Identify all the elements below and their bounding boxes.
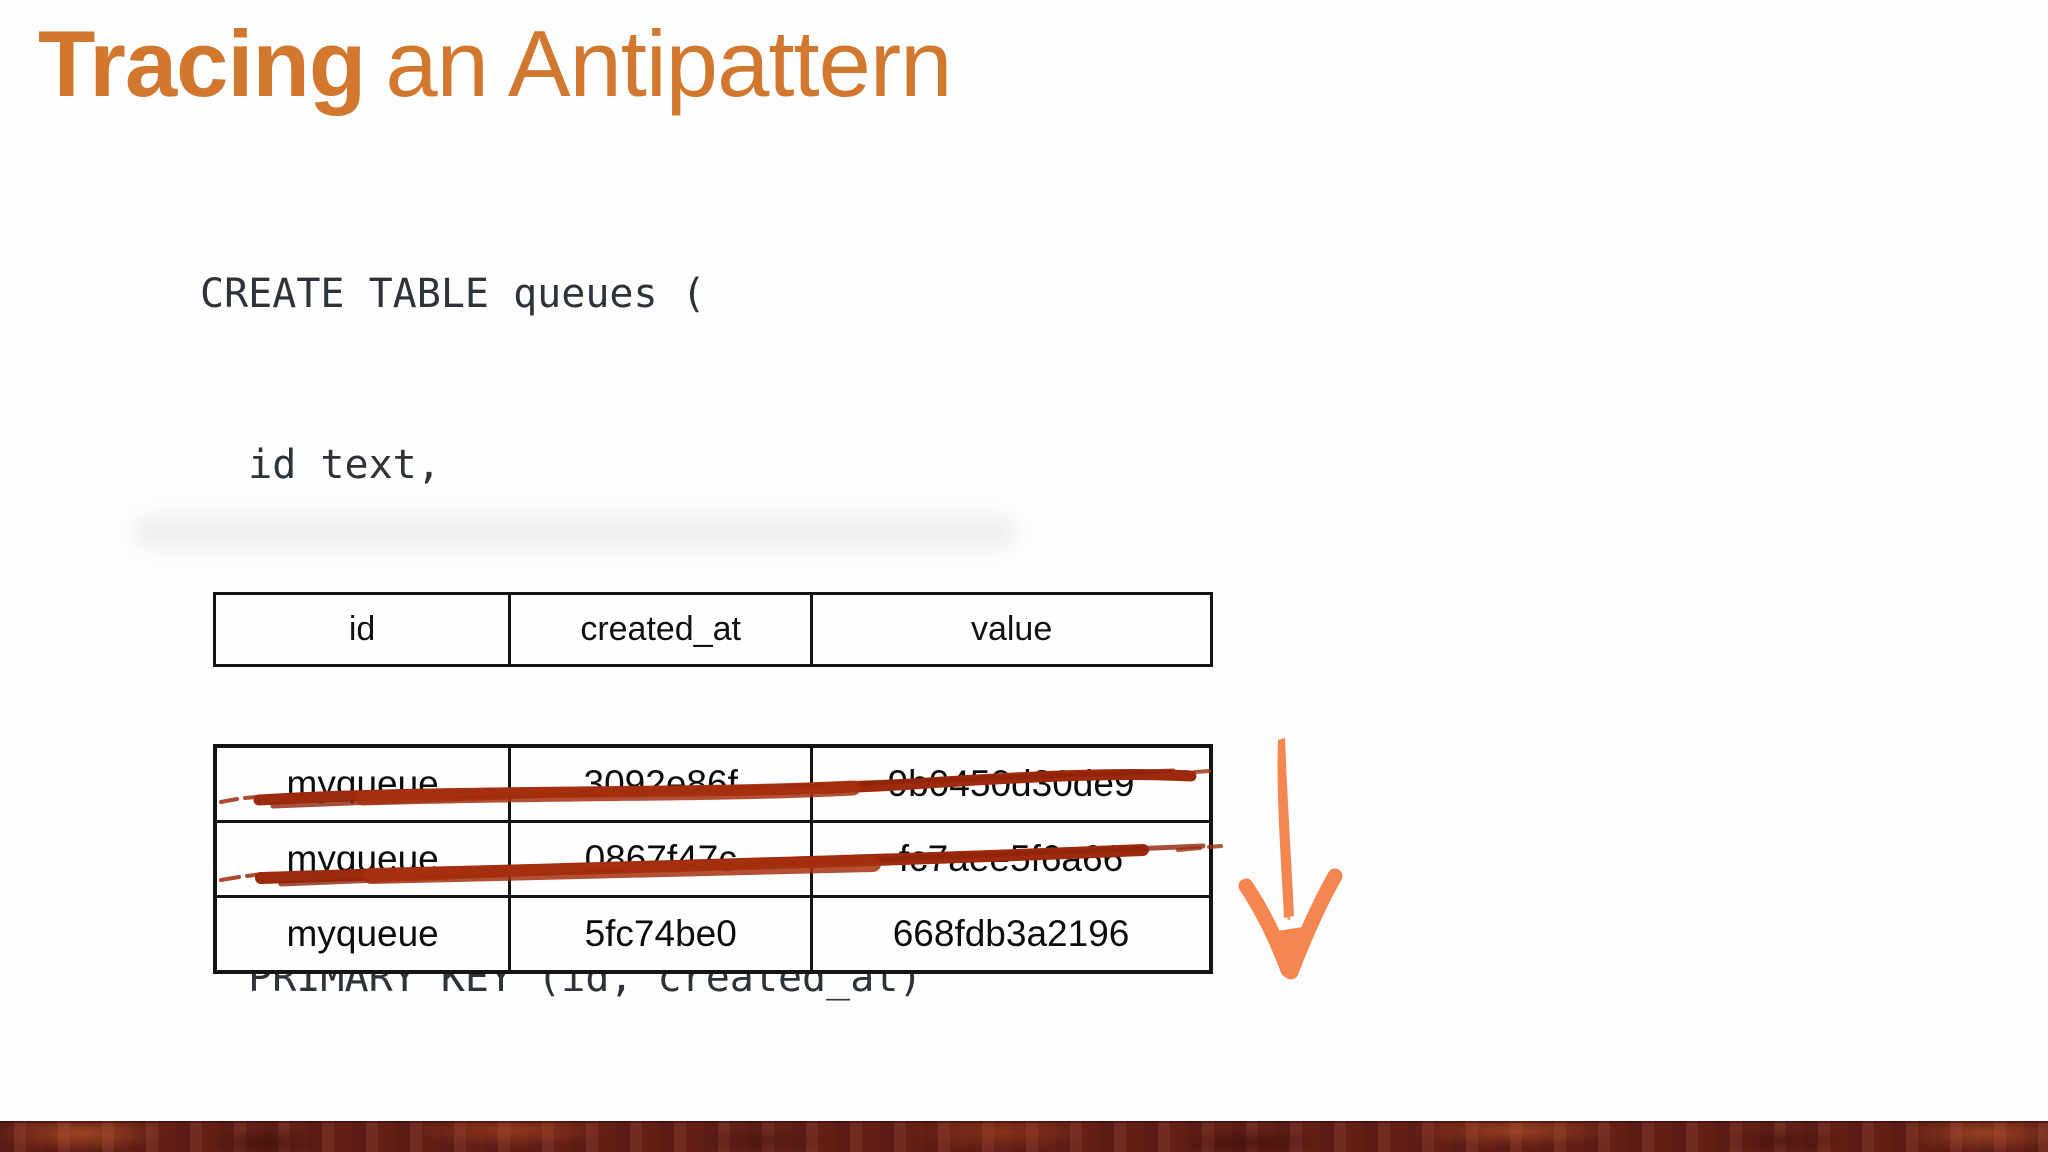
code-box-shadow <box>135 516 1015 548</box>
data-table: myqueue 3092e86f 9b0450d30de9 myqueue 08… <box>213 744 1213 974</box>
table-row: myqueue 5fc74be0 668fdb3a2196 <box>213 895 1213 974</box>
cell-value: fc7aee5f6a66 <box>810 820 1213 898</box>
cell-value: 9b0450d30de9 <box>810 744 1213 823</box>
down-arrow-icon <box>1238 738 1343 980</box>
column-header-id: id <box>212 592 512 667</box>
cell-id: myqueue <box>213 820 512 898</box>
schema-header-row: id created_at value <box>212 592 1213 667</box>
table-row: myqueue 0867f47c fc7aee5f6a66 <box>213 820 1213 898</box>
title-emphasis: Tracing <box>38 11 366 116</box>
cell-created-at: 0867f47c <box>508 820 814 898</box>
table-row: myqueue 3092e86f 9b0450d30de9 <box>213 744 1213 823</box>
footer-texture-band <box>0 1121 2048 1152</box>
column-header-created-at: created_at <box>508 592 814 667</box>
cell-created-at: 3092e86f <box>508 744 814 823</box>
data-table-container: myqueue 3092e86f 9b0450d30de9 myqueue 08… <box>213 744 1223 974</box>
code-line: CREATE TABLE queues ( <box>200 271 706 317</box>
schema-table: id created_at value <box>212 592 1213 667</box>
title-rest: an Antipattern <box>385 11 952 116</box>
cell-value: 668fdb3a2196 <box>810 895 1213 974</box>
code-line: id text, <box>200 442 441 488</box>
column-header-value: value <box>810 592 1213 667</box>
cell-id: myqueue <box>213 895 512 974</box>
cell-created-at: 5fc74be0 <box>508 895 814 974</box>
cell-id: myqueue <box>213 744 512 823</box>
